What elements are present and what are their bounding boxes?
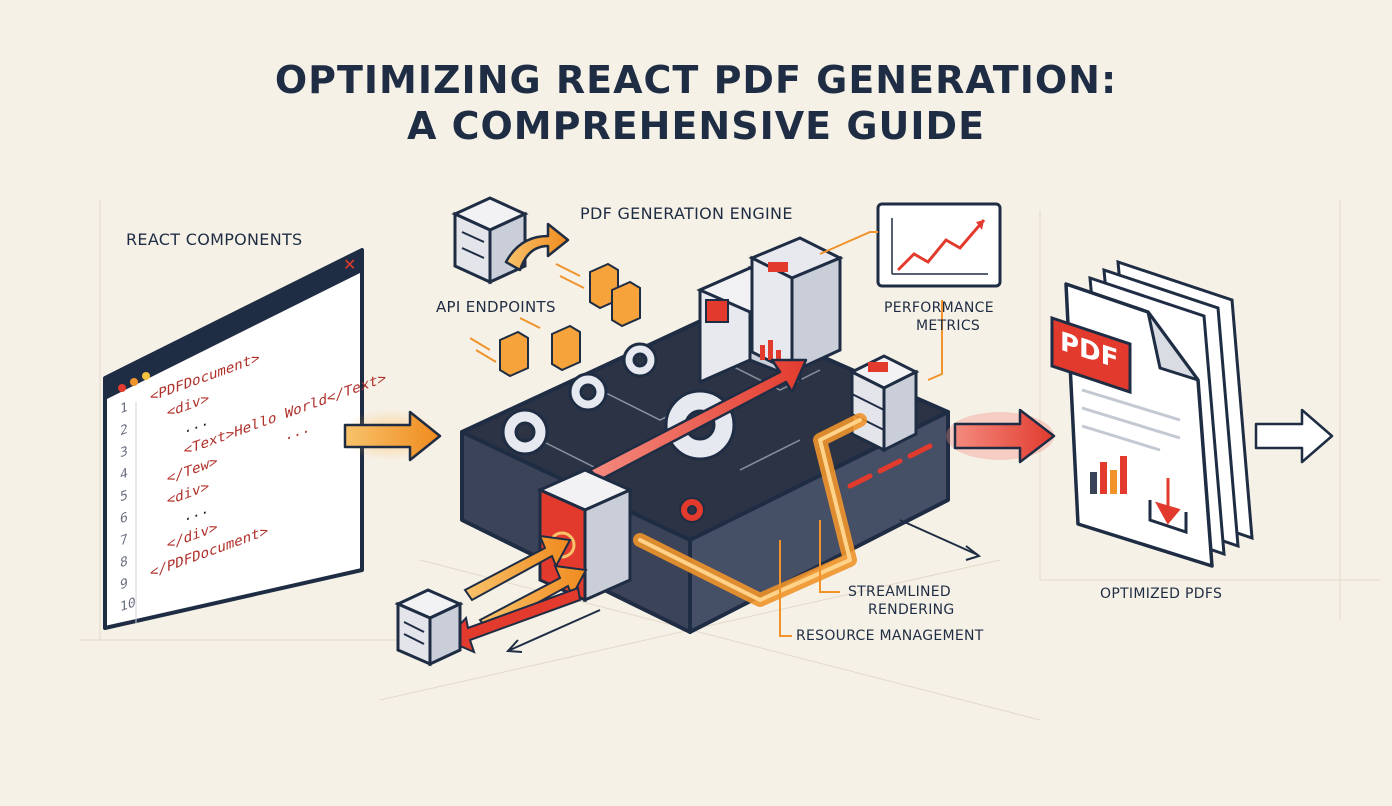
document-icons (499, 262, 641, 378)
outgoing-arrow-left (505, 609, 601, 653)
resource-management-label: RESOURCE MANAGEMENT (796, 628, 984, 644)
window-dot-red (118, 384, 126, 392)
rendering-flow-arrow (588, 358, 808, 482)
pdf-bar-chart (1090, 456, 1127, 494)
pdf-document-stack (1064, 259, 1254, 568)
close-icon: ✕ (343, 255, 356, 274)
window-dot-orange (130, 378, 138, 386)
metrics-label: METRICS (916, 318, 981, 334)
api-endpoints-label: API ENDPOINTS (436, 298, 556, 316)
streamlined-callout-line (819, 520, 840, 593)
server-rack-icon (696, 236, 844, 385)
gear-icon-small-top (568, 342, 658, 412)
api-request-arrow (504, 222, 570, 272)
input-arrow (340, 409, 442, 462)
client-server-icon (394, 588, 464, 667)
diagram-canvas: ✕ (80, 196, 1380, 721)
metrics-callout-line (927, 300, 943, 381)
react-components-label: REACT COMPONENTS (126, 230, 303, 249)
performance-label: PERFORMANCE (884, 300, 994, 316)
motion-streaks (469, 263, 585, 363)
title-line-2: A COMPREHENSIVE GUIDE (406, 104, 986, 148)
gear-icon-red (679, 497, 705, 523)
pdf-badge (1050, 315, 1132, 395)
code-editor-window: ✕ (103, 248, 364, 630)
gear-icon-small-left (501, 408, 549, 456)
server-stack-icon (848, 354, 920, 453)
performance-chart-card (819, 202, 1002, 288)
title-line-1: OPTIMIZING REACT PDF GENERATION: (274, 58, 1118, 102)
download-icon (1148, 478, 1188, 535)
window-dot-yellow (142, 372, 150, 380)
incoming-arrows (444, 534, 588, 654)
optimized-pdfs-label: OPTIMIZED PDFS (1100, 586, 1223, 602)
pdf-engine-label: PDF GENERATION ENGINE (580, 204, 793, 223)
database-icon (451, 196, 529, 285)
output-arrow (946, 408, 1056, 464)
rendering-label: RENDERING (868, 602, 955, 618)
final-output-arrow (1254, 408, 1334, 464)
outgoing-arrow-right (899, 519, 982, 561)
resource-callout-line (779, 540, 792, 637)
streamlined-path (633, 413, 867, 607)
streamlined-label: STREAMLINED (848, 584, 951, 600)
